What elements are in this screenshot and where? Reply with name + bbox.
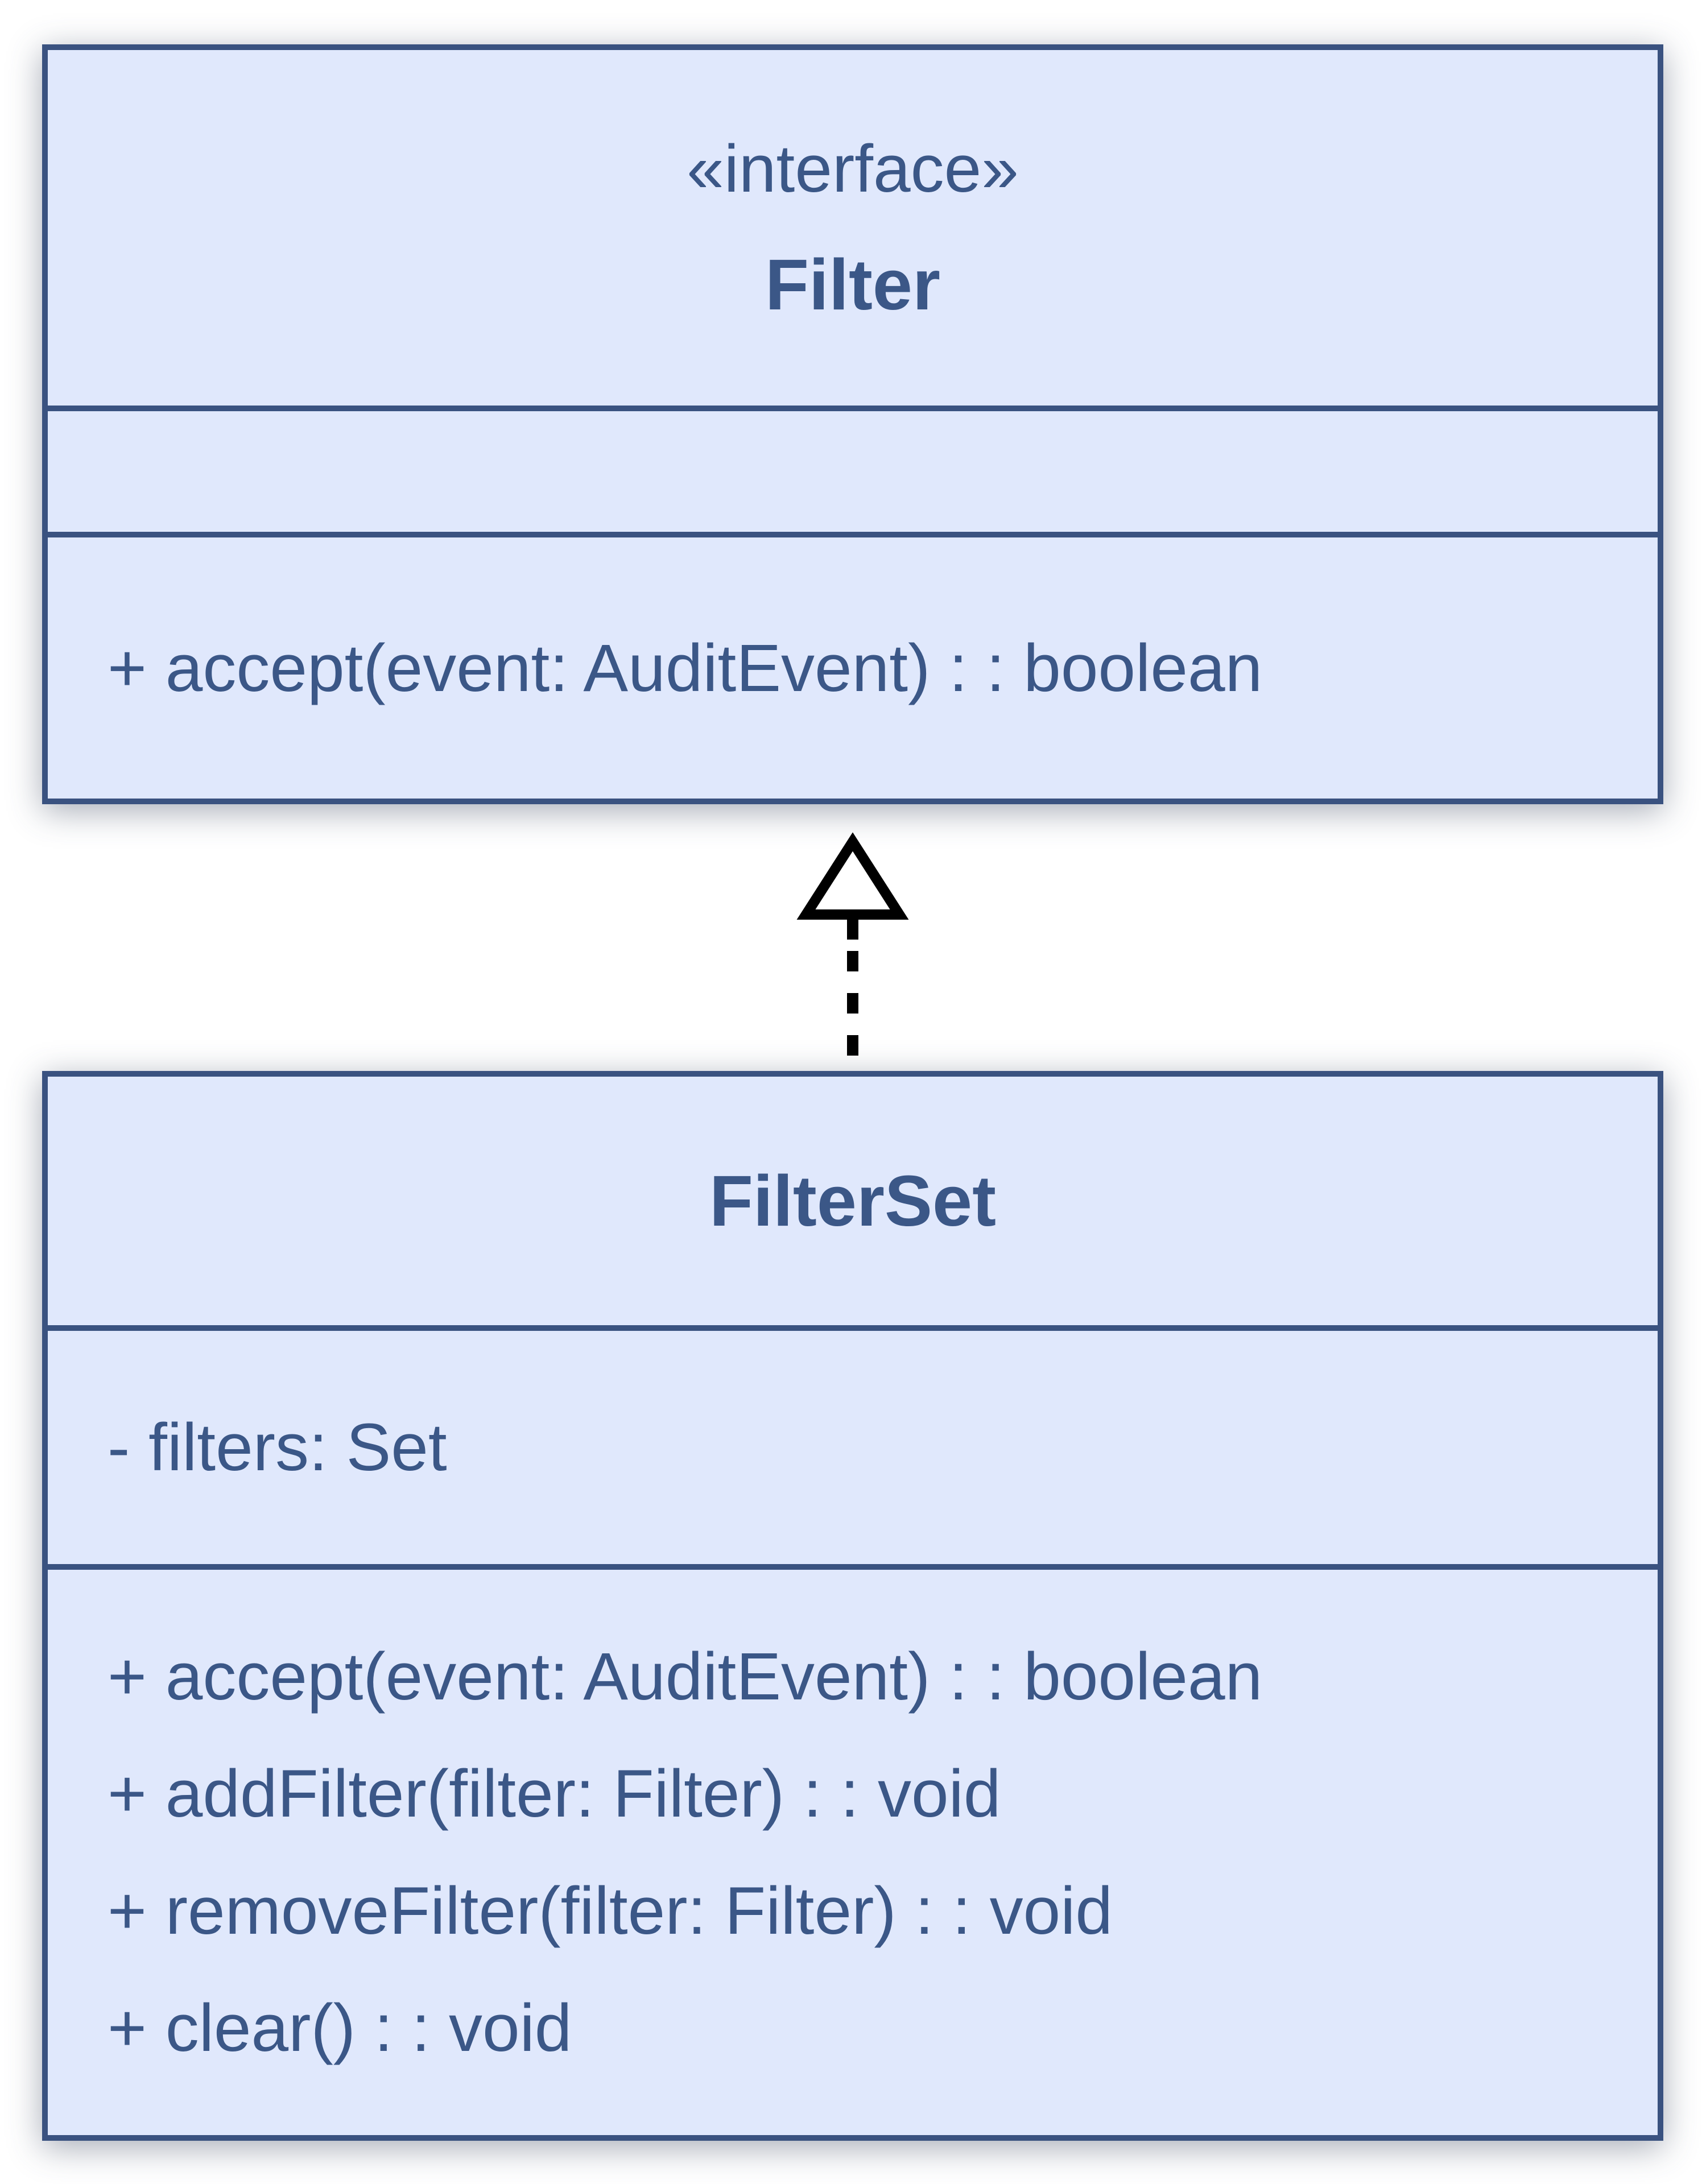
filter-operations-compartment: + accept(event: AuditEvent) : : boolean [48,532,1658,799]
hollow-triangle-arrowhead-icon [796,832,909,920]
filterset-operation-clear: + clear() : : void [108,1991,572,2066]
filterset-operation-removefilter: + removeFilter(filter: Filter) : : void [108,1873,1113,1949]
filter-stereotype-label: «interface» [687,131,1019,206]
realization-arrow [796,832,909,1069]
class-box-filterset: FilterSet - filters: Set + accept(event:… [42,1071,1663,2141]
filterset-operation-accept: + accept(event: AuditEvent) : : boolean [108,1639,1263,1714]
filterset-attribute-filters: - filters: Set [108,1410,447,1485]
filter-title-compartment: «interface» Filter [48,50,1658,406]
filter-attributes-compartment [48,406,1658,532]
filterset-attributes-compartment: - filters: Set [48,1325,1658,1564]
filter-operation-accept: + accept(event: AuditEvent) : : boolean [108,630,1263,706]
filterset-class-name: FilterSet [709,1160,997,1241]
filterset-operation-addfilter: + addFilter(filter: Filter) : : void [108,1756,1001,1831]
class-box-filter: «interface» Filter + accept(event: Audit… [42,44,1663,804]
filterset-operations-compartment: + accept(event: AuditEvent) : : boolean … [48,1564,1658,2135]
filter-class-name: Filter [765,244,941,325]
filterset-title-compartment: FilterSet [48,1077,1658,1325]
